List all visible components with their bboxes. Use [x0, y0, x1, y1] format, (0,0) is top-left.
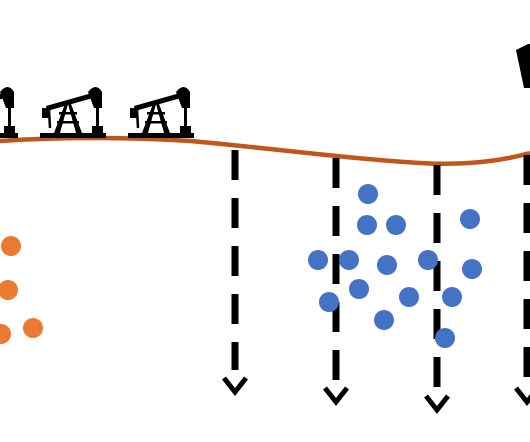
dashed-arrow-1: [222, 150, 248, 397]
blue-dot: [339, 250, 359, 270]
orange-dot: [0, 280, 18, 300]
blue-dot: [399, 287, 419, 307]
blue-dot: [442, 287, 462, 307]
blue-dot: [319, 292, 339, 312]
pumpjack-icon-1: [0, 87, 18, 138]
orange-dot: [23, 318, 43, 338]
blue-dot: [377, 255, 397, 275]
blue-dot: [349, 279, 369, 299]
blue-dot: [462, 259, 482, 279]
pumpjack-icon-3: [128, 87, 194, 138]
blue-dot: [358, 184, 378, 204]
blue-dot: [308, 250, 328, 270]
blue-dot: [386, 215, 406, 235]
blue-dot: [357, 215, 377, 235]
drilling-rig-icon: [516, 44, 530, 88]
blue-dot: [418, 250, 438, 270]
ground-surface-line: [0, 135, 530, 167]
blue-dot: [435, 328, 455, 348]
blue-dot: [374, 310, 394, 330]
dashed-arrow-3: [424, 165, 450, 415]
dashed-arrow-2: [323, 158, 349, 407]
dashed-arrow-4: [514, 155, 530, 407]
blue-dot: [460, 209, 480, 229]
orange-dot: [1, 236, 21, 256]
pumpjack-icon-2: [40, 87, 106, 138]
orange-dot: [0, 324, 11, 344]
